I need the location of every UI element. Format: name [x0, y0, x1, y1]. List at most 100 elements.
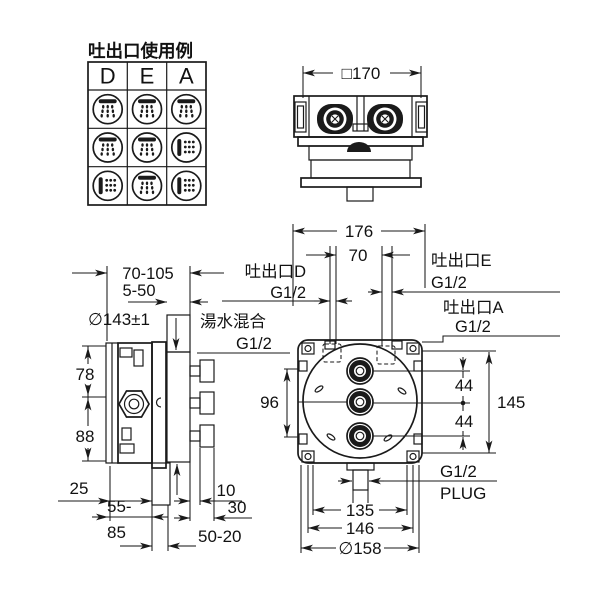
body-detail-2 [133, 349, 144, 367]
side-bottom-extensions [109, 448, 215, 551]
valve-body-lower [310, 159, 411, 179]
dim-10: 10 [217, 481, 236, 500]
dim-55-85-line1: 55- [107, 497, 132, 516]
screw-right [367, 104, 403, 134]
top-view: □170 [293, 64, 428, 202]
dim-30: 30 [228, 498, 247, 517]
outlet-d-label: 吐出口D [245, 262, 307, 281]
width-dim-extensions [292, 224, 426, 306]
housing-end-cap-right-inner [417, 105, 426, 129]
outlet-d-thread: G1/2 [270, 284, 306, 302]
plug-tab [346, 462, 375, 471]
side-view: 78 88 70-105 5-50 ∅143±1 25 10 30 55- 85… [58, 265, 252, 551]
valve-knob-top [346, 357, 374, 385]
outlet-a-thread: G1/2 [455, 318, 491, 336]
spindle-top [189, 359, 215, 383]
rough-in-circle [302, 343, 418, 459]
weep-hole [347, 142, 371, 152]
valve-knob-middle [346, 388, 374, 416]
dim-55-85-line2: 85 [107, 523, 126, 542]
dim-25: 25 [70, 479, 89, 498]
wall-hatch-bottom [151, 462, 171, 506]
spindle-middle [189, 391, 215, 415]
knurled-stub [346, 186, 374, 202]
dim-5-50: 5-50 [122, 282, 155, 300]
dim-145: 145 [497, 393, 525, 412]
overhead-shower-icon [92, 93, 124, 125]
port-leader-lines [329, 246, 393, 346]
hand-shower-icon [170, 170, 202, 202]
mixed-water-label: 湯水混合 [200, 312, 266, 331]
spindle-bottom [189, 424, 215, 448]
phillips-icon [381, 115, 389, 123]
dim-96: 96 [260, 393, 279, 412]
finished-wall-band [166, 351, 191, 463]
hand-shower-icon [92, 170, 124, 202]
dim-dia-158: ∅158 [338, 539, 381, 558]
body-detail-4 [121, 427, 132, 441]
housing-inner-lines [308, 96, 413, 137]
overhead-shower-icon [131, 170, 163, 202]
outlet-a-leader [422, 335, 560, 343]
housing-end-cap-right [415, 101, 428, 133]
dim-88: 88 [76, 427, 95, 446]
housing-end-cap-left-inner [296, 105, 305, 129]
overhead-shower-icon [131, 93, 163, 125]
housing-end-cap-left [294, 101, 307, 133]
dim-70: 70 [349, 246, 368, 265]
height-dim-extensions [82, 345, 106, 462]
outlet-e-thread: G1/2 [431, 274, 467, 292]
screw-left [317, 104, 353, 134]
plug-extensions [352, 490, 369, 503]
usage-table-title: 吐出口使用例 [88, 41, 193, 61]
plug-thread-label: G1/2 [440, 462, 477, 481]
wall-hatch-top [166, 314, 191, 353]
housing-center-tab [352, 123, 369, 132]
center-callouts: 176 70 吐出口D G1/2 湯水混合 G1/2 吐出口E G1/2 吐出口… [197, 222, 560, 354]
cartridge-hex-nut [118, 390, 150, 418]
outlet-e-label: 吐出口E [431, 251, 492, 270]
hand-shower-icon [170, 132, 202, 163]
dim-135: 135 [346, 501, 374, 520]
column-header-d: D [100, 64, 116, 89]
knob-extension-lines [373, 370, 470, 437]
body-detail-3 [119, 443, 135, 454]
dim-146: 146 [346, 519, 374, 538]
front-flange-section [151, 341, 167, 469]
base-flange [300, 177, 422, 188]
dim-44-top: 44 [455, 377, 473, 395]
dim-hole-143: ∅143±1 [88, 310, 150, 329]
bottom-dim-extensions [300, 465, 420, 553]
overhead-shower-icon [131, 132, 163, 163]
overhead-shower-icon [170, 93, 202, 125]
dim145-extensions [422, 350, 496, 454]
edge-slots [298, 340, 423, 445]
front-view: 44 44 145 96 G1/2 PLUG 135 146 ∅158 [260, 339, 525, 558]
valve-knob-bottom [346, 422, 374, 450]
usage-table-grid [88, 62, 206, 205]
dim-70-105: 70-105 [122, 265, 173, 283]
dim-78: 78 [76, 365, 95, 384]
phillips-icon [331, 115, 339, 123]
usage-table: 吐出口使用例 D E A [87, 41, 207, 206]
outlet-a-label: 吐出口A [443, 298, 504, 317]
valve-body-section [117, 342, 153, 464]
dim96-extensions [284, 368, 298, 438]
usage-table-border [87, 61, 207, 206]
body-detail-1 [119, 347, 133, 358]
housing-center-divider [356, 96, 365, 131]
plug-stub [352, 469, 369, 491]
dim-176: 176 [345, 222, 373, 241]
corner-screw-tabs [301, 342, 420, 463]
column-header-a: A [179, 64, 194, 89]
overhead-shower-icon [92, 132, 124, 163]
dim-44-bottom: 44 [455, 413, 473, 431]
rear-port-d [322, 343, 342, 363]
rear-port-e [376, 345, 396, 365]
flange-clip-detail [155, 397, 162, 408]
dim-50-20: 50-20 [198, 527, 241, 546]
dim-face-170: □170 [342, 64, 381, 83]
plug-label: PLUG [440, 484, 486, 503]
